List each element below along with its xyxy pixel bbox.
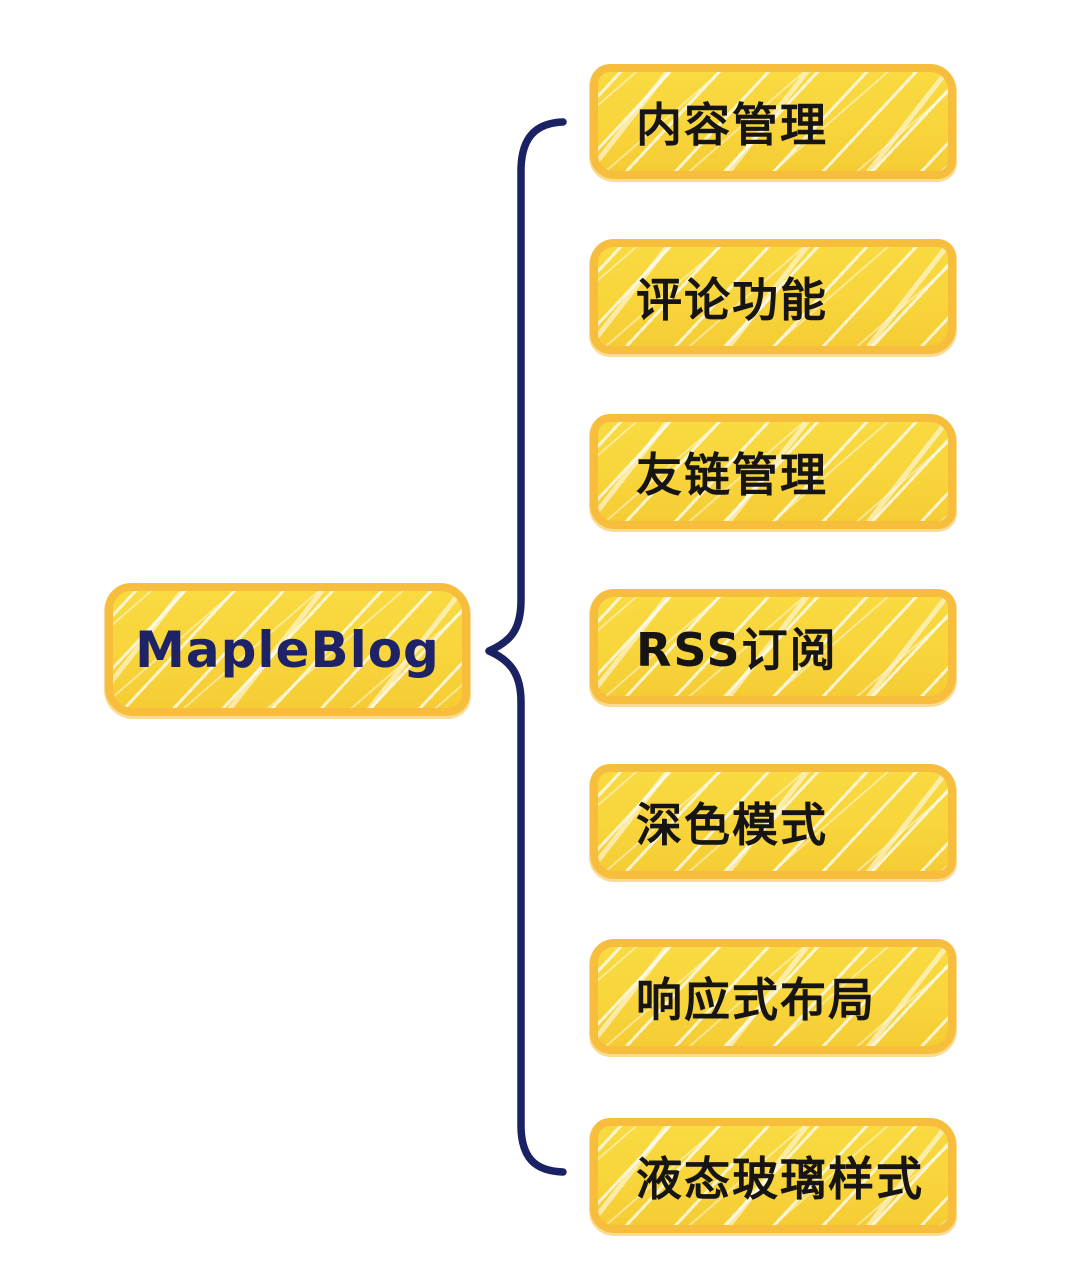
branch-node-content-management: 内容管理 <box>590 64 956 179</box>
branch-node-liquid-glass-style: 液态玻璃样式 <box>590 1118 956 1233</box>
branch-label: 深色模式 <box>636 797 828 852</box>
brace-path <box>485 118 567 1176</box>
branch-label: 液态玻璃样式 <box>636 1151 924 1206</box>
branch-label: 响应式布局 <box>636 972 876 1027</box>
branch-label: 友链管理 <box>636 447 828 502</box>
branch-label: 内容管理 <box>636 97 828 152</box>
branch-node-rss: RSS订阅 <box>590 589 956 704</box>
branch-label: 评论功能 <box>636 272 828 327</box>
branch-node-friend-links: 友链管理 <box>590 414 956 529</box>
branch-node-dark-mode: 深色模式 <box>590 764 956 879</box>
branch-label: RSS订阅 <box>636 622 838 677</box>
branch-node-comments: 评论功能 <box>590 239 956 354</box>
root-node: MapleBlog <box>105 583 470 716</box>
branch-node-responsive-layout: 响应式布局 <box>590 939 956 1054</box>
root-node-label: MapleBlog <box>135 620 440 679</box>
